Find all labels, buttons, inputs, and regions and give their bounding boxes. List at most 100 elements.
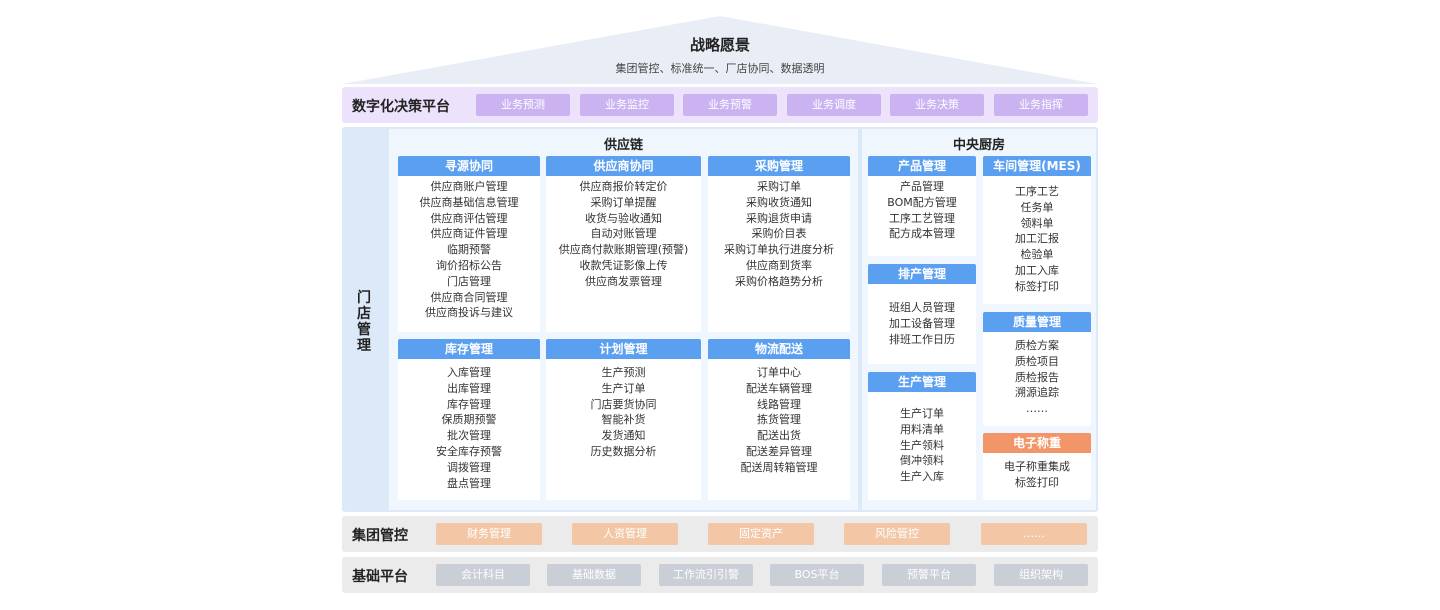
card-title[interactable]: 产品管理	[868, 156, 976, 176]
list-item[interactable]: 生产入库	[900, 470, 944, 484]
card-title[interactable]: 质量管理	[983, 312, 1091, 332]
decision-item[interactable]: 业务预警	[683, 94, 777, 116]
list-item[interactable]: 质检方案	[1015, 339, 1059, 352]
list-item[interactable]: 产品管理	[900, 180, 944, 193]
list-item[interactable]: 生产订单	[601, 381, 646, 395]
card-title[interactable]: 物流配送	[708, 339, 850, 359]
group-control-item[interactable]: ……	[981, 523, 1087, 545]
list-item[interactable]: 收款凭证影像上传	[579, 258, 668, 272]
list-item[interactable]: 领料单	[1020, 216, 1054, 230]
list-item[interactable]: 加工入库	[1015, 263, 1059, 277]
decision-item[interactable]: 业务决策	[890, 94, 984, 116]
base-platform-item[interactable]: 工作流引引警	[659, 564, 753, 586]
list-item[interactable]: 安全库存预警	[436, 444, 502, 458]
group-control-item[interactable]: 财务管理	[436, 523, 542, 545]
list-item[interactable]: 盘点管理	[447, 476, 491, 490]
list-item[interactable]: 配方成本管理	[889, 227, 955, 241]
card-title[interactable]: 采购管理	[708, 156, 850, 176]
base-platform-item[interactable]: 组织架构	[994, 564, 1088, 586]
list-item[interactable]: 门店管理	[447, 274, 491, 288]
list-item[interactable]: 收货与验收通知	[585, 211, 662, 225]
list-item[interactable]: 库存管理	[447, 397, 491, 411]
decision-item[interactable]: 业务指挥	[994, 94, 1088, 116]
list-item[interactable]: 供应商发票管理	[585, 274, 662, 288]
list-item[interactable]: 调拨管理	[447, 460, 491, 474]
decision-item[interactable]: 业务监控	[580, 94, 674, 116]
card-title[interactable]: 库存管理	[398, 339, 540, 359]
list-item[interactable]: 拣货管理	[757, 413, 801, 427]
list-item[interactable]: 加工汇报	[1015, 232, 1059, 246]
group-control-item[interactable]: 人资管理	[572, 523, 678, 545]
card-title[interactable]: 寻源协同	[398, 156, 540, 176]
list-item[interactable]: 工序工艺	[1015, 185, 1059, 198]
list-item[interactable]: 供应商到货率	[746, 258, 812, 272]
decision-item[interactable]: 业务调度	[787, 94, 881, 116]
card-title[interactable]: 车间管理(MES)	[983, 156, 1091, 176]
group-control-item[interactable]: 风险管控	[844, 523, 950, 545]
list-item[interactable]: BOM配方管理	[887, 195, 957, 209]
list-item[interactable]: 班组人员管理	[889, 301, 955, 314]
list-item[interactable]: 采购价格趋势分析	[735, 274, 823, 288]
list-item[interactable]: 采购订单	[757, 180, 801, 193]
list-item[interactable]: 供应商证件管理	[430, 227, 508, 241]
list-item[interactable]: 配送车辆管理	[746, 381, 812, 395]
list-item[interactable]: 质检项目	[1015, 354, 1059, 368]
list-item[interactable]: 出库管理	[447, 381, 491, 395]
list-item[interactable]: 工序工艺管理	[889, 211, 955, 225]
list-item[interactable]: 门店要货协同	[590, 397, 657, 411]
list-item[interactable]: 溯源追踪	[1015, 386, 1059, 400]
list-item[interactable]: 生产预测	[601, 366, 646, 379]
card-title[interactable]: 排产管理	[868, 264, 976, 284]
list-item[interactable]: 供应商账户管理	[430, 180, 508, 193]
list-item[interactable]: 标签打印	[1015, 279, 1059, 293]
list-item[interactable]: 临期预警	[447, 243, 491, 257]
list-item[interactable]: 询价招标公告	[436, 258, 502, 272]
card-title[interactable]: 计划管理	[546, 339, 701, 359]
base-platform-item[interactable]: 会计科目	[436, 564, 530, 586]
list-item[interactable]: 采购收货通知	[746, 195, 812, 209]
list-item[interactable]: 订单中心	[757, 366, 801, 379]
list-item[interactable]: 智能补货	[601, 413, 646, 427]
card-title[interactable]: 生产管理	[868, 372, 976, 392]
list-item[interactable]: 线路管理	[757, 397, 801, 411]
list-item[interactable]: 采购价目表	[751, 227, 807, 241]
card-title[interactable]: 电子称重	[983, 433, 1091, 453]
list-item[interactable]: 供应商合同管理	[430, 290, 508, 304]
list-item[interactable]: 倒冲领料	[900, 454, 944, 468]
list-item[interactable]: 生产订单	[900, 407, 944, 420]
card-title[interactable]: 供应商协同	[546, 156, 701, 176]
list-item[interactable]: 采购订单提醒	[590, 195, 657, 209]
list-item[interactable]: 检验单	[1020, 248, 1054, 262]
list-item[interactable]: 质检报告	[1015, 370, 1059, 384]
list-item[interactable]: 配送差异管理	[746, 444, 812, 458]
list-item[interactable]: 入库管理	[447, 366, 491, 379]
base-platform-item[interactable]: 预警平台	[882, 564, 976, 586]
list-item[interactable]: 排班工作日历	[889, 332, 955, 346]
list-item[interactable]: 采购订单执行进度分析	[724, 243, 834, 257]
list-item[interactable]: 标签打印	[1015, 475, 1059, 489]
base-platform-item[interactable]: 基础数据	[547, 564, 641, 586]
list-item[interactable]: 加工设备管理	[889, 316, 955, 330]
list-item[interactable]: 供应商投诉与建议	[425, 306, 513, 320]
list-item[interactable]: 供应商报价转定价	[579, 180, 668, 193]
list-item[interactable]: 供应商评估管理	[430, 211, 508, 225]
list-item[interactable]: 保质期预警	[441, 413, 497, 427]
group-control-item[interactable]: 固定资产	[708, 523, 814, 545]
list-item[interactable]: 自动对账管理	[590, 227, 657, 241]
list-item[interactable]: 供应商基础信息管理	[419, 195, 519, 209]
list-item[interactable]: 用料清单	[900, 422, 944, 436]
list-item[interactable]: 发货通知	[601, 429, 646, 443]
list-item[interactable]: ……	[1026, 402, 1048, 416]
list-item[interactable]: 生产领料	[900, 438, 944, 452]
list-item[interactable]: 配送出货	[757, 429, 801, 443]
list-item[interactable]: 配送周转箱管理	[740, 460, 818, 474]
list-item[interactable]: 供应商付款账期管理(预警)	[558, 243, 689, 257]
list-item[interactable]: 批次管理	[447, 429, 491, 443]
list-item[interactable]: 历史数据分析	[590, 444, 657, 458]
decision-item[interactable]: 业务预测	[476, 94, 570, 116]
list-item[interactable]: 任务单	[1020, 200, 1054, 214]
base-platform-item[interactable]: BOS平台	[770, 564, 864, 586]
logistics-card: 物流配送 订单中心 配送车辆管理 线路管理 拣货管理 配送出货 配送差异管理 配…	[708, 339, 850, 500]
list-item[interactable]: 采购退货申请	[746, 211, 812, 225]
list-item[interactable]: 电子称重集成	[1004, 460, 1070, 473]
